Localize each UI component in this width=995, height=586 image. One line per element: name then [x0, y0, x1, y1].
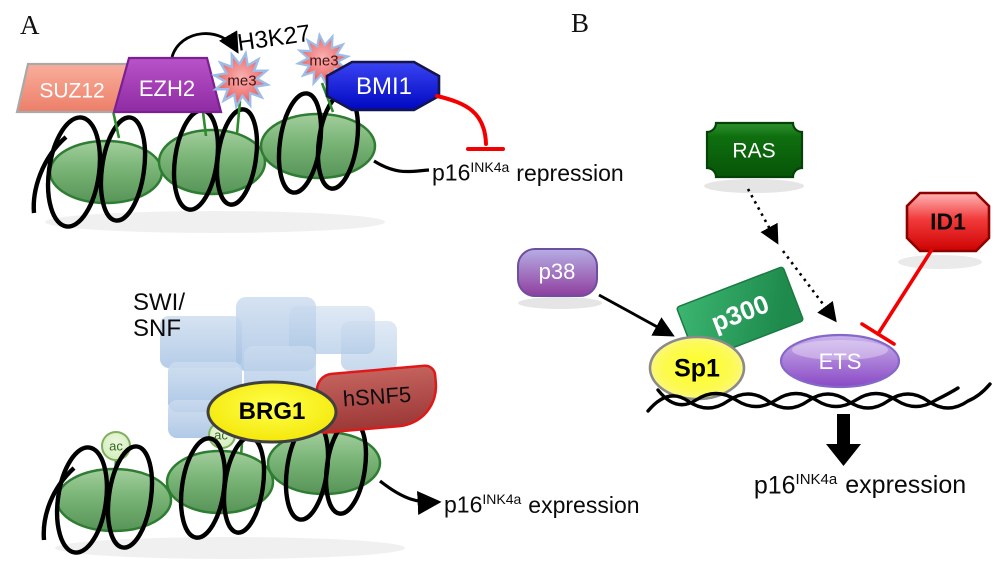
- ezh2-label: EZH2: [138, 76, 196, 101]
- bmi1-shape: [325, 60, 441, 112]
- gene-superscript: INK4a: [470, 159, 510, 175]
- swisnf-line2: SNF: [133, 315, 181, 342]
- p16-expression-b-text: p16INK4a expression: [754, 472, 966, 498]
- dna-strand-2: [656, 386, 960, 409]
- ras-label: RAS: [732, 139, 776, 163]
- shadow: [55, 537, 405, 559]
- ezh2-shape: [112, 56, 223, 114]
- gene-name: p16: [432, 159, 471, 186]
- h3k27-arrow: [170, 30, 239, 58]
- me3-label-left: me3: [227, 72, 257, 90]
- gene-arrow-expression-a: [379, 479, 442, 516]
- p16-expression-a-text: p16INK4a expression: [444, 492, 640, 517]
- dna-loop: [45, 115, 103, 229]
- p38-arrow: [598, 293, 675, 337]
- ras-dotted-arrow-2: [781, 250, 837, 323]
- gene-word: expression: [528, 491, 640, 518]
- inhibition-line-b: [876, 249, 933, 336]
- swisnf-subunit: [341, 321, 397, 371]
- me3-label-right: me3: [309, 52, 339, 70]
- inhibition-line-a: [435, 94, 488, 146]
- swisnf-label: SWI/ SNF: [133, 290, 185, 342]
- gene-word: expression: [845, 471, 967, 500]
- acetyl-label-left: ac: [109, 438, 123, 454]
- inhibition-b: [860, 249, 933, 346]
- gene-superscript: INK4a: [795, 471, 838, 488]
- gene-line-repression: [373, 159, 430, 174]
- swisnf-subunit: [160, 316, 242, 368]
- shadow: [704, 179, 804, 193]
- shadow: [518, 297, 602, 309]
- shadow: [45, 211, 385, 233]
- methyl-star-icon: [210, 49, 272, 111]
- id1-label: ID1: [930, 208, 966, 235]
- brg1-label: BRG1: [238, 398, 306, 425]
- dna-loop: [98, 115, 148, 223]
- dna-loop: [105, 444, 155, 550]
- p38-shape: [517, 248, 598, 297]
- dna-loop: [54, 445, 110, 555]
- panel-b-label: B: [571, 8, 590, 38]
- gene-name: p16: [444, 491, 483, 518]
- inhibition-a: [435, 94, 505, 151]
- ras-dotted-arrow-1: [746, 188, 779, 245]
- histone-tail-stem: [111, 110, 121, 139]
- hsnf5-label: hSNF5: [341, 381, 412, 412]
- id1-shape: [905, 191, 991, 253]
- sp1-label: Sp1: [674, 354, 720, 383]
- gene-word: repression: [516, 159, 624, 186]
- panel-a-label: A: [20, 10, 40, 40]
- dna-loop: [214, 107, 260, 207]
- gene-superscript: INK4a: [482, 491, 522, 507]
- expression-thick-arrow: [826, 414, 861, 466]
- p38-label: p38: [538, 259, 576, 284]
- ets-shape: [779, 333, 901, 389]
- ets-highlight: [792, 340, 888, 360]
- shadow: [898, 255, 982, 269]
- suz12-label: SUZ12: [39, 79, 105, 103]
- ras-shape: [705, 121, 804, 179]
- bmi1-label: BMI1: [355, 73, 413, 100]
- nucleosome: [157, 128, 267, 196]
- brg1-shape: [206, 380, 338, 444]
- dna-strand-1: [646, 382, 992, 413]
- acetyl-label-right: ac: [214, 427, 228, 443]
- methyl-star-shape: [210, 49, 272, 111]
- dna-tail: [41, 466, 76, 541]
- gene-name: p16: [753, 471, 796, 500]
- p16-repression-text: p16INK4a repression: [432, 160, 624, 185]
- swisnf-line1: SWI/: [133, 289, 185, 316]
- dna-double-helix: [646, 382, 992, 413]
- ets-label: ETS: [818, 349, 862, 374]
- histone-tail-stem: [235, 100, 242, 135]
- hsnf5-shape: [315, 364, 438, 434]
- histone-tail-stem: [201, 111, 208, 137]
- inhibition-tbar-b: [860, 322, 896, 346]
- dna-wrap-bottom-row: [41, 418, 442, 555]
- dna-tail: [31, 135, 68, 214]
